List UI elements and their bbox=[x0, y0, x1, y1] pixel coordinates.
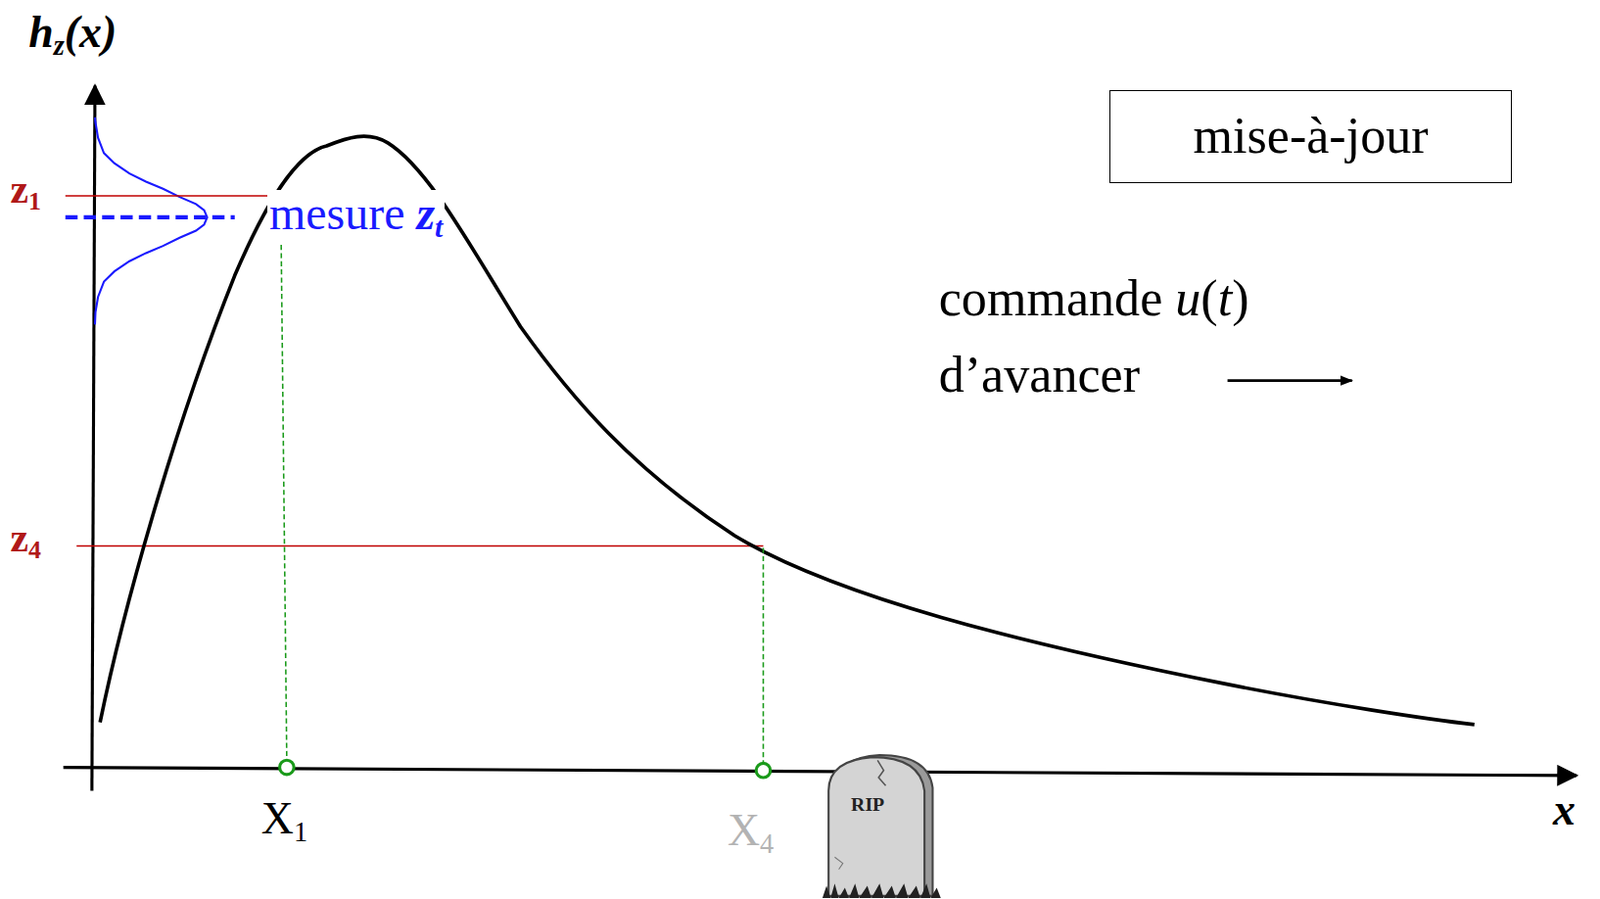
x1-point bbox=[280, 759, 295, 775]
likelihood-curve bbox=[99, 136, 1475, 725]
z4-level-line bbox=[76, 545, 763, 548]
level-label: z1 bbox=[9, 169, 41, 215]
measurement-label: mesure zt bbox=[267, 189, 445, 243]
process-box: mise-à-jour bbox=[1109, 90, 1513, 184]
axis-label: x bbox=[1552, 787, 1576, 833]
y-axis bbox=[92, 86, 95, 792]
x1-drop-line bbox=[281, 195, 287, 760]
box-text: mise-à-jour bbox=[1193, 110, 1429, 162]
command-label: d’avancer bbox=[939, 349, 1140, 401]
x4-drop-line bbox=[762, 548, 765, 764]
position-label: X4 bbox=[727, 807, 774, 858]
position-label: X1 bbox=[261, 796, 308, 847]
z1-level-line bbox=[65, 194, 279, 197]
advance-arrow bbox=[1227, 378, 1353, 382]
tombstone-text: RIP bbox=[850, 795, 885, 815]
x4-point bbox=[755, 762, 771, 778]
measurement-line bbox=[65, 215, 236, 220]
tombstone-icon bbox=[822, 754, 942, 898]
measurement-gaussian bbox=[94, 117, 208, 326]
command-label: commande u(t) bbox=[939, 273, 1250, 325]
level-label: z4 bbox=[9, 517, 41, 564]
axis-label: hz(x) bbox=[28, 9, 117, 60]
